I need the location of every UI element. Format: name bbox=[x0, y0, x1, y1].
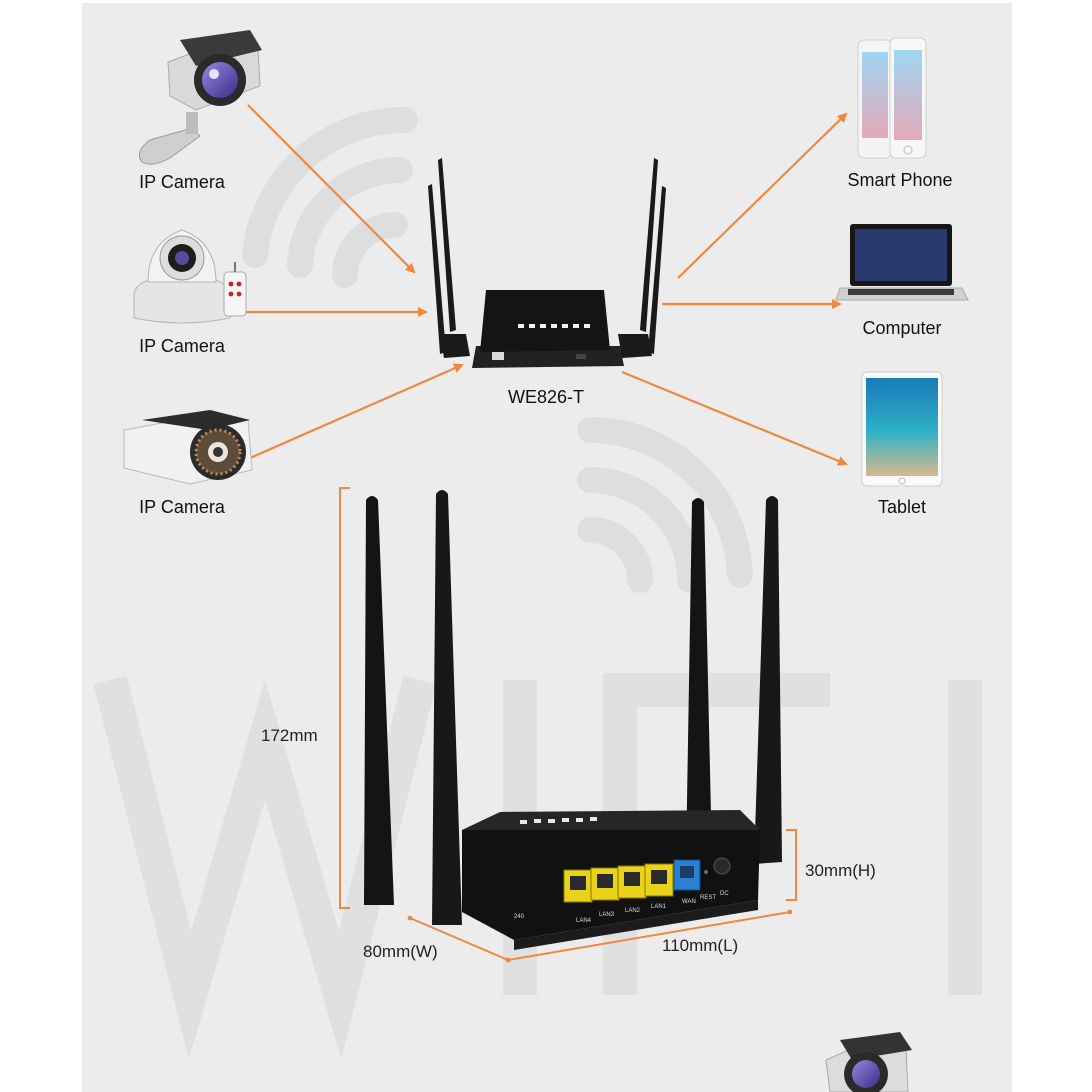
laptop-icon bbox=[835, 224, 969, 301]
connection-arrows bbox=[246, 104, 848, 466]
device-label-camera-1: IP Camera bbox=[139, 172, 225, 192]
depth-dimension-line bbox=[786, 829, 797, 901]
bullet-camera-icon-partial bbox=[825, 1032, 912, 1092]
device-label-computer: Computer bbox=[862, 318, 942, 338]
port-label: LAN1 bbox=[651, 904, 667, 910]
port-label: LAN3 bbox=[599, 912, 615, 918]
tablet-icon bbox=[861, 371, 943, 487]
antenna-icon bbox=[364, 496, 394, 905]
device-label-camera-2: IP Camera bbox=[139, 336, 225, 356]
ir-bullet-camera-icon bbox=[123, 410, 253, 485]
dome-camera-icon bbox=[133, 229, 247, 324]
port-label: LAN2 bbox=[625, 908, 641, 914]
arrow-camera3-to-router bbox=[249, 363, 464, 460]
antenna-icon bbox=[754, 496, 782, 864]
router-dimension-illustration: LAN4 LAN3 LAN2 LAN1 WAN REST DC 240 bbox=[364, 490, 782, 950]
wifi-watermark-icon-mid bbox=[577, 417, 753, 593]
bullet-camera-icon bbox=[138, 30, 262, 165]
wifi-watermark-icon-top bbox=[242, 106, 418, 288]
dc-power-port bbox=[713, 857, 731, 875]
wan-port bbox=[673, 859, 701, 891]
device-label-tablet: Tablet bbox=[877, 497, 927, 517]
height-dimension-line bbox=[339, 487, 350, 909]
height-dimension-label: 172mm bbox=[261, 726, 318, 745]
port-label: WAN bbox=[682, 899, 696, 905]
depth-dimension-label: 30mm(H) bbox=[805, 861, 876, 880]
port-label: DC bbox=[720, 891, 729, 897]
width-dimension-line bbox=[407, 915, 511, 963]
length-dimension-line bbox=[507, 909, 793, 961]
router-model-label: WE826-T bbox=[507, 387, 585, 407]
device-label-phone: Smart Phone bbox=[847, 170, 953, 190]
smartphone-icon bbox=[857, 37, 927, 159]
lan-ports bbox=[563, 863, 674, 903]
arrow-camera1-to-router bbox=[247, 104, 416, 274]
port-label: REST bbox=[700, 895, 716, 901]
arrow-router-to-tablet bbox=[621, 370, 848, 466]
device-label-camera-3: IP Camera bbox=[139, 497, 225, 517]
antenna-port-label: 240 bbox=[514, 914, 525, 920]
arrow-router-to-phone bbox=[677, 112, 848, 279]
port-label: LAN4 bbox=[576, 918, 592, 924]
router-icon bbox=[428, 158, 666, 368]
length-dimension-label: 110mm(L) bbox=[662, 936, 739, 955]
antenna-icon bbox=[686, 498, 712, 862]
antenna-icon bbox=[432, 490, 462, 925]
dimension-lines bbox=[339, 487, 797, 963]
width-dimension-label: 80mm(W) bbox=[363, 942, 438, 961]
